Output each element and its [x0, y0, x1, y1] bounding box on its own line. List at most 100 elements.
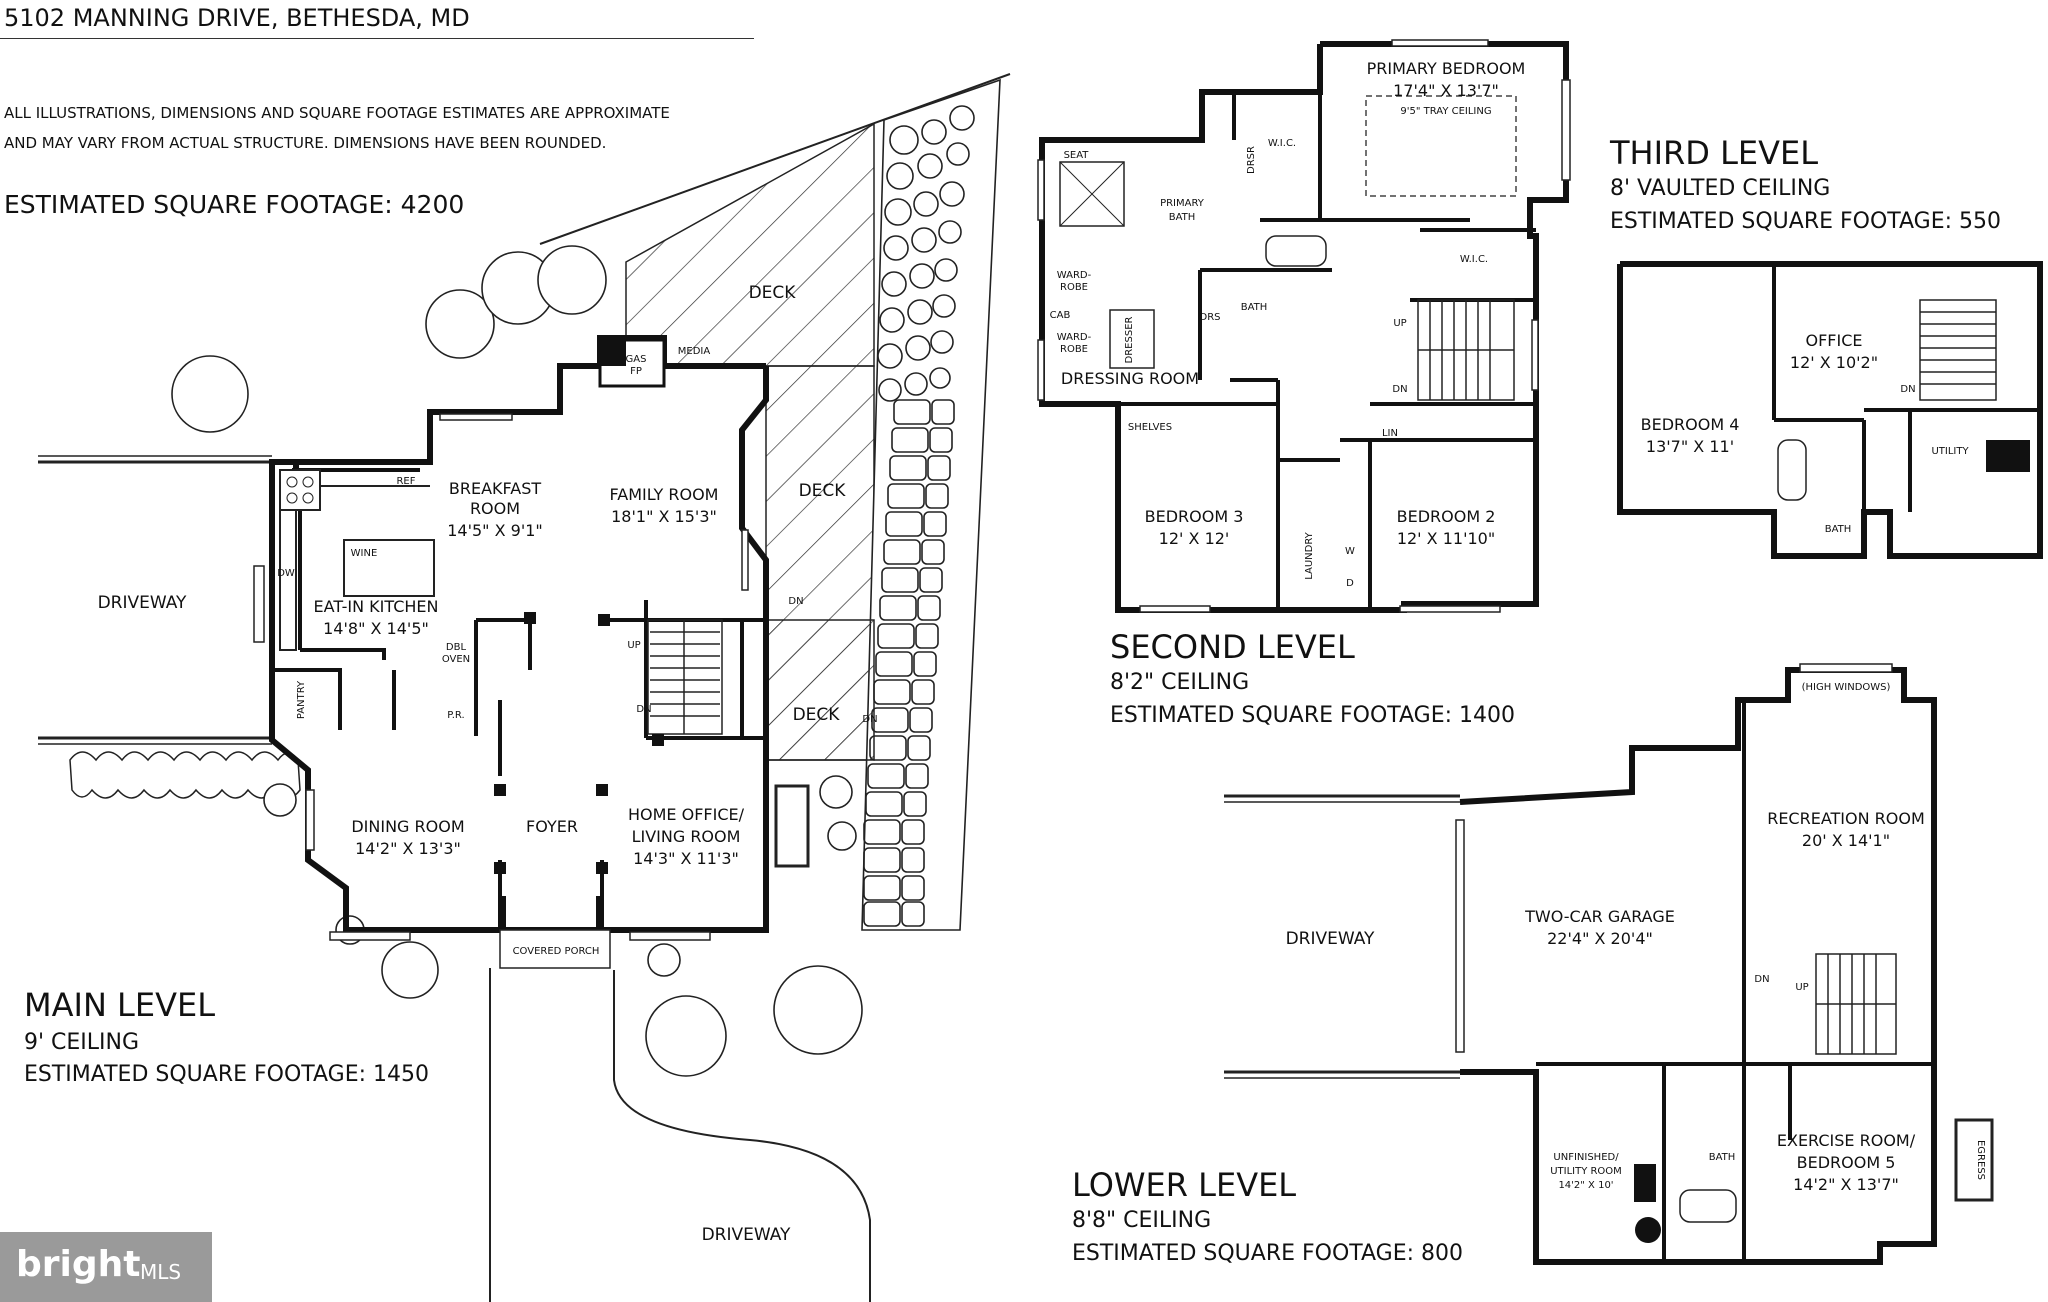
- label-third-bath: BATH: [1825, 524, 1852, 535]
- label-deck-dn-2: DN: [862, 714, 877, 725]
- tray-ceiling: [1365, 95, 1517, 197]
- label-lin: LIN: [1382, 428, 1398, 439]
- egress-window: [1954, 1118, 1994, 1202]
- label-wic-1: W.I.C.: [1268, 138, 1296, 149]
- label-tray: 9'5" TRAY CEILING: [1400, 106, 1491, 117]
- label-fp: FP: [630, 366, 642, 377]
- label-third-office-dim: 12' X 10'2": [1790, 353, 1878, 372]
- label-unfinished: UNFINISHED/: [1553, 1152, 1619, 1163]
- watermark-brand: bright: [16, 1244, 141, 1285]
- trees: [171, 245, 863, 1077]
- label-wic-2: W.I.C.: [1460, 254, 1488, 265]
- main-level-ceiling: 9' CEILING: [24, 1030, 140, 1055]
- lower-stairs: [1815, 953, 1897, 1055]
- label-ward-1: WARD-: [1057, 270, 1092, 281]
- label-ward-2: WARD-: [1057, 332, 1092, 343]
- label-breakfast-2: ROOM: [470, 499, 520, 518]
- disclaimer-line-2: AND MAY VARY FROM ACTUAL STRUCTURE. DIME…: [4, 134, 607, 152]
- label-dressing: DRESSING ROOM: [1061, 369, 1199, 388]
- label-deck-lower: DECK: [793, 705, 841, 725]
- label-ward-2b: ROBE: [1060, 344, 1088, 355]
- label-bedroom4-dim: 13'7" X 11': [1646, 437, 1734, 456]
- lower-tub: [1679, 1189, 1737, 1223]
- label-bedroom3: BEDROOM 3: [1145, 507, 1244, 526]
- label-exercise-dim: 14'2" X 13'7": [1793, 1175, 1899, 1194]
- high-windows: [1799, 663, 1893, 673]
- label-deck-dn: DN: [788, 596, 803, 607]
- label-pr: P.R.: [447, 710, 464, 721]
- label-drs: DRS: [1200, 312, 1221, 323]
- label-family-dim: 18'1" X 15'3": [611, 507, 717, 526]
- label-lower-dn: DN: [1754, 974, 1769, 985]
- label-garage: TWO-CAR GARAGE: [1524, 907, 1675, 926]
- bright-mls-watermark: bright MLS: [0, 1232, 212, 1302]
- third-level-ceiling: 8' VAULTED CEILING: [1610, 176, 1831, 201]
- label-dbl: DBL: [446, 642, 467, 653]
- label-media: MEDIA: [678, 346, 711, 357]
- second-level-plan: PRIMARY BEDROOM 17'4" X 13'7" 9'5" TRAY …: [1037, 39, 1571, 613]
- second-level-ceiling: 8'2" CEILING: [1110, 670, 1250, 695]
- label-family: FAMILY ROOM: [610, 485, 719, 504]
- main-driveway-curve2: [613, 970, 871, 1302]
- label-third-office: OFFICE: [1806, 331, 1863, 350]
- utility-unit: [1986, 440, 2030, 472]
- main-stairs: [647, 619, 723, 735]
- second-level-sqft: ESTIMATED SQUARE FOOTAGE: 1400: [1110, 703, 1516, 728]
- label-breakfast-dim: 14'5" X 9'1": [447, 521, 543, 540]
- label-ref: REF: [396, 476, 415, 487]
- label-office-2: LIVING ROOM: [632, 827, 741, 846]
- third-interior: [1772, 264, 2040, 512]
- stone-wall: [861, 78, 1001, 931]
- label-d: D: [1346, 578, 1354, 589]
- label-office: HOME OFFICE/: [628, 805, 745, 824]
- disclaimer-line-1: ALL ILLUSTRATIONS, DIMENSIONS AND SQUARE…: [4, 104, 670, 122]
- second-stairs: [1417, 299, 1515, 401]
- kitchen-island: [343, 539, 435, 597]
- deck-lower: [765, 619, 875, 761]
- label-cab: CAB: [1050, 310, 1071, 321]
- label-pantry: PANTRY: [296, 680, 307, 719]
- label-high-windows: (HIGH WINDOWS): [1802, 682, 1891, 693]
- label-recreation-dim: 20' X 14'1": [1802, 831, 1890, 850]
- label-foyer: FOYER: [526, 817, 578, 836]
- label-lower-bath: BATH: [1709, 1152, 1736, 1163]
- label-dining: DINING ROOM: [351, 817, 464, 836]
- label-dining-dim: 14'2" X 13'3": [355, 839, 461, 858]
- label-main-driveway-2: DRIVEWAY: [702, 1225, 791, 1245]
- label-main-dn: DN: [636, 704, 651, 715]
- label-oven: OVEN: [442, 654, 470, 665]
- label-porch: COVERED PORCH: [513, 946, 600, 957]
- address-title: 5102 MANNING DRIVE, BETHESDA, MD: [4, 4, 470, 32]
- lower-interior: [1536, 700, 1934, 1262]
- label-exercise: EXERCISE ROOM/: [1777, 1131, 1916, 1150]
- label-dw: DW: [277, 568, 295, 579]
- label-recreation: RECREATION ROOM: [1767, 809, 1925, 828]
- label-bedroom4: BEDROOM 4: [1641, 415, 1740, 434]
- label-wine: WINE: [351, 548, 378, 559]
- total-square-footage: ESTIMATED SQUARE FOOTAGE: 4200: [4, 190, 465, 219]
- label-third-dn: DN: [1900, 384, 1915, 395]
- lower-level-ceiling: 8'8" CEILING: [1072, 1208, 1212, 1233]
- address-underline: [0, 38, 754, 39]
- label-shelves: SHELVES: [1128, 422, 1172, 433]
- deck-lower-box: [774, 784, 810, 868]
- watermark-suffix: MLS: [140, 1260, 182, 1284]
- third-tub: [1777, 439, 1807, 501]
- label-second-dn: DN: [1392, 384, 1407, 395]
- label-garage-dim: 22'4" X 20'4": [1547, 929, 1653, 948]
- lower-level-sqft: ESTIMATED SQUARE FOOTAGE: 800: [1072, 1241, 1464, 1266]
- second-windows: [1037, 39, 1571, 613]
- label-lower-up: UP: [1795, 982, 1808, 993]
- label-office-dim: 14'3" X 11'3": [633, 849, 739, 868]
- label-primary-bedroom: PRIMARY BEDROOM: [1367, 59, 1526, 78]
- label-main-driveway: DRIVEWAY: [98, 593, 187, 613]
- lower-level-plan: (HIGH WINDOWS) RECREATION ROOM 20' X 14'…: [1224, 663, 1994, 1265]
- lower-walls: [1459, 667, 1937, 1265]
- main-level-sqft: ESTIMATED SQUARE FOOTAGE: 1450: [24, 1062, 430, 1087]
- third-stairs: [1919, 299, 1997, 401]
- label-primary-bath-2: BATH: [1169, 212, 1196, 223]
- label-unfinished-2: UTILITY ROOM: [1550, 1166, 1622, 1177]
- label-laundry: LAUNDRY: [1304, 531, 1315, 579]
- main-columns: [494, 612, 664, 930]
